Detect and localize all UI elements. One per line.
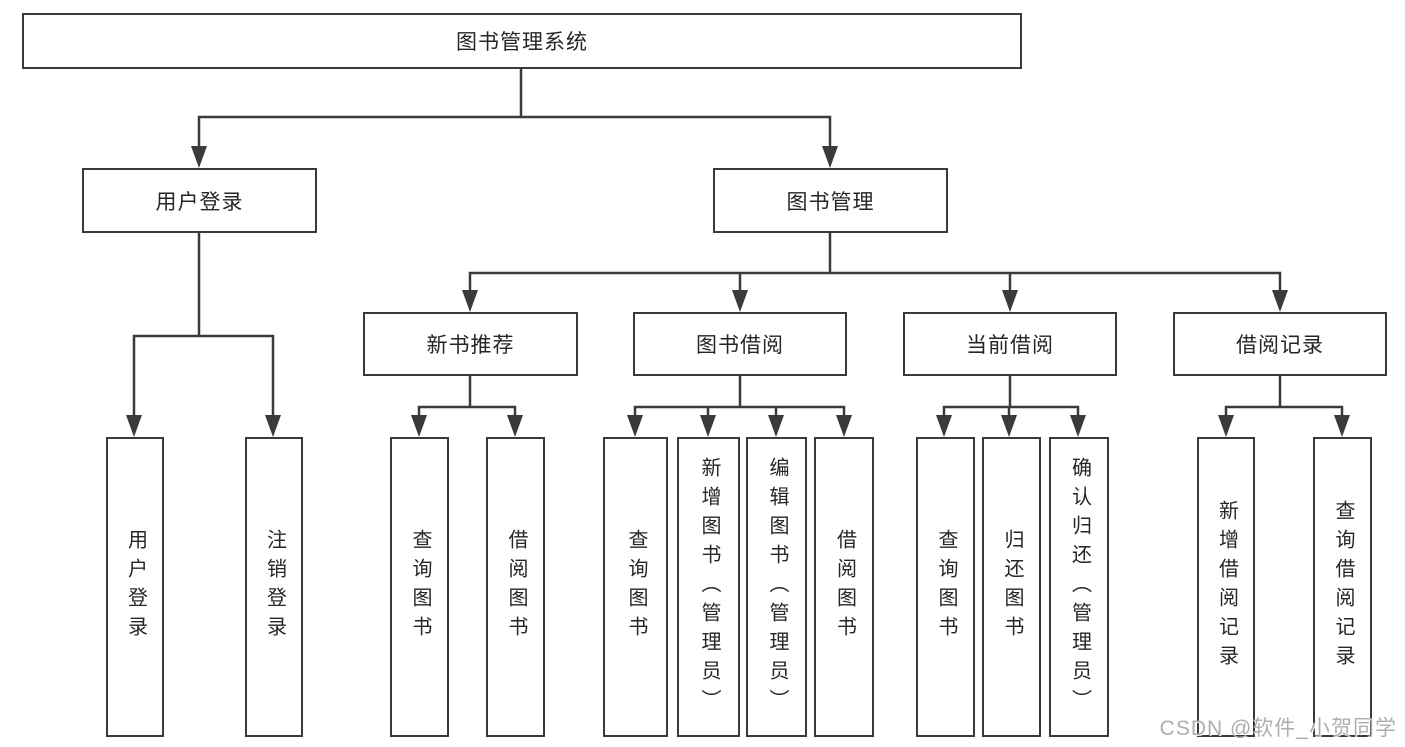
node-borrow-records: 借阅记录 [1173, 312, 1387, 376]
leaf-query-books-borrow-label: 查询图书 [625, 529, 647, 645]
leaf-confirm-return-admin-label: 确认归还（管理员） [1068, 456, 1091, 718]
node-book-borrow: 图书借阅 [633, 312, 847, 376]
leaf-logout-label: 注销登录 [263, 529, 286, 645]
leaf-query-borrow-record: 查询借阅记录 [1313, 437, 1372, 737]
node-current-borrow-label: 当前借阅 [966, 334, 1054, 357]
node-root-label: 图书管理系统 [456, 31, 588, 54]
node-book-management: 图书管理 [713, 168, 948, 233]
leaf-user-login: 用户登录 [106, 437, 164, 737]
node-current-borrow: 当前借阅 [903, 312, 1117, 376]
leaf-add-borrow-record: 新增借阅记录 [1197, 437, 1255, 737]
csdn-watermark: CSDN @软件_小贺同学 [1159, 717, 1397, 740]
leaf-query-borrow-record-label: 查询借阅记录 [1332, 500, 1354, 674]
node-new-book-recommend: 新书推荐 [363, 312, 578, 376]
leaf-query-books-recommend: 查询图书 [390, 437, 449, 737]
connector-userlogin-rail [132, 334, 275, 421]
node-new-book-recommend-label: 新书推荐 [426, 334, 515, 357]
node-user-login: 用户登录 [82, 168, 317, 233]
leaf-return-book-label: 归还图书 [1001, 529, 1023, 645]
node-root: 图书管理系统 [22, 13, 1022, 69]
leaf-query-books-borrow: 查询图书 [603, 437, 668, 737]
node-book-management-label: 图书管理 [786, 190, 875, 214]
leaf-edit-book-admin: 编辑图书（管理员） [746, 437, 807, 737]
leaf-add-borrow-record-label: 新增借阅记录 [1215, 500, 1238, 674]
connector-level1-rail [197, 115, 832, 151]
leaf-query-books-recommend-label: 查询图书 [409, 529, 431, 645]
leaf-user-login-label: 用户登录 [124, 529, 147, 645]
leaf-borrow-books: 借阅图书 [814, 437, 874, 737]
leaf-query-books-current-label: 查询图书 [935, 529, 957, 645]
connector-records-rail [1224, 405, 1344, 422]
leaf-confirm-return-admin: 确认归还（管理员） [1049, 437, 1109, 737]
node-book-borrow-label: 图书借阅 [696, 334, 784, 357]
leaf-borrow-books-recommend-label: 借阅图书 [505, 529, 527, 645]
connector-newbook-rail [417, 405, 517, 422]
leaf-query-books-current: 查询图书 [916, 437, 975, 737]
node-borrow-records-label: 借阅记录 [1236, 334, 1324, 357]
leaf-return-book: 归还图书 [982, 437, 1041, 737]
node-user-login-label: 用户登录 [155, 190, 244, 214]
leaf-borrow-books-label: 借阅图书 [833, 529, 856, 645]
leaf-borrow-books-recommend: 借阅图书 [486, 437, 545, 737]
leaf-edit-book-admin-label: 编辑图书（管理员） [766, 456, 788, 718]
leaf-logout: 注销登录 [245, 437, 303, 737]
leaf-add-book-admin-label: 新增图书（管理员） [698, 456, 720, 718]
connector-current-rail [942, 405, 1080, 422]
connector-borrow-rail [633, 405, 846, 422]
leaf-add-book-admin: 新增图书（管理员） [677, 437, 740, 737]
connector-level3-rail [468, 271, 1282, 296]
